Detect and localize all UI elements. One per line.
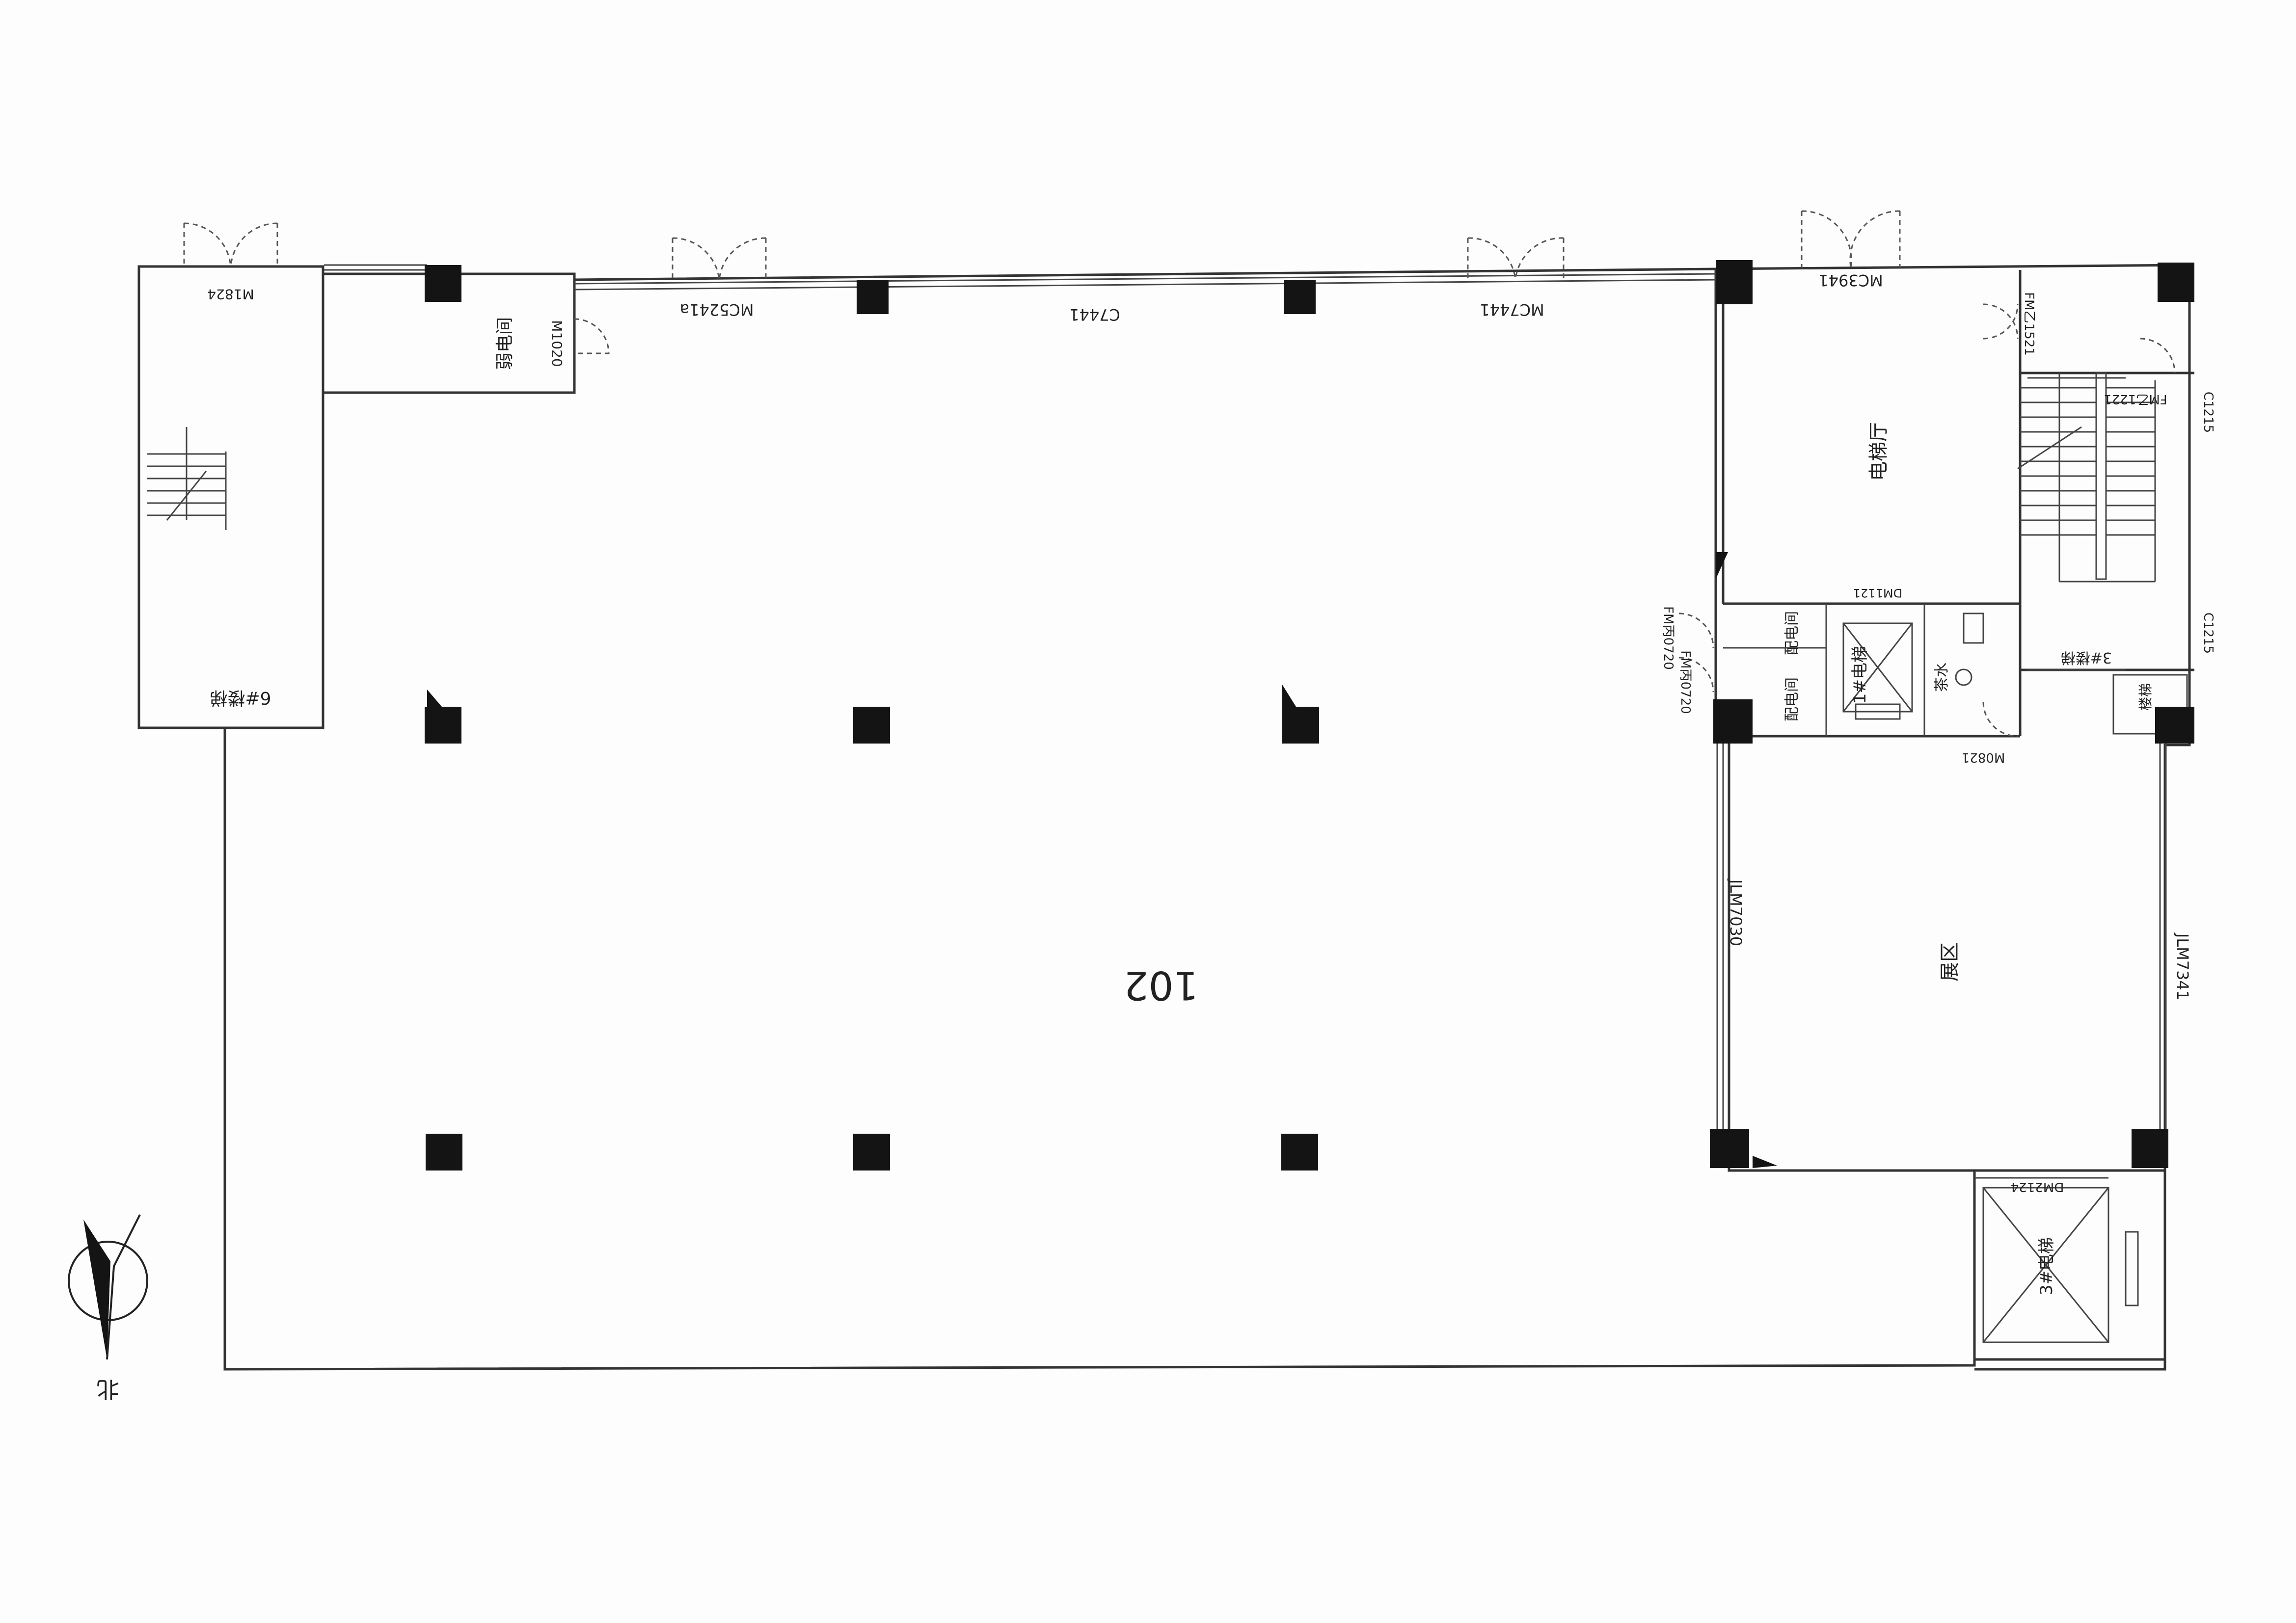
door-code: MC3941 xyxy=(1818,271,1883,290)
stair-6-block xyxy=(137,265,324,729)
column xyxy=(426,1134,462,1171)
door-code: M0821 xyxy=(1962,750,2005,765)
labels: 102 6#楼梯 弱电间 电梯厅 3#楼梯 1#电梯 配电间 配电间 茶水 展区… xyxy=(207,271,2215,1295)
stair-6-treads xyxy=(147,427,227,530)
column xyxy=(1713,699,1753,744)
column xyxy=(2158,263,2194,302)
door-code: C7441 xyxy=(1069,305,1120,324)
stair-3-treads xyxy=(2017,387,2155,536)
main-outline xyxy=(223,267,1976,1371)
column xyxy=(1716,260,1753,304)
stair-3-label: 3#楼梯 xyxy=(2061,649,2112,666)
column xyxy=(853,1134,890,1171)
column xyxy=(425,707,461,744)
elec-room-1-label: 配电间 xyxy=(1783,611,1801,655)
elevator-1-label: 1#电梯 xyxy=(1850,646,1870,704)
column xyxy=(2155,707,2194,744)
column xyxy=(1284,280,1316,314)
elec-room-2-label: 配电间 xyxy=(1783,677,1801,721)
door-code: M1824 xyxy=(207,286,254,302)
door-code: MC5241a xyxy=(680,300,754,319)
door-code: FM乙1221 xyxy=(2104,392,2167,406)
column xyxy=(853,707,890,744)
door-code: JLM7030 xyxy=(1727,878,1745,946)
column xyxy=(1282,707,1319,744)
core-outer-right xyxy=(1974,745,2166,1371)
door-code: FM丙0720 xyxy=(1661,606,1675,670)
elevator-3-label: 3#电梯 xyxy=(2037,1237,2056,1295)
door-code: C1215 xyxy=(2201,392,2215,433)
door-code: DM2124 xyxy=(2011,1179,2064,1194)
door-code: M1020 xyxy=(549,320,565,367)
column xyxy=(1281,1134,1318,1171)
glass-walls xyxy=(324,264,2167,1151)
door-code: JLM7341 xyxy=(2173,932,2192,1000)
columns xyxy=(425,260,2194,1171)
tea-label: 茶水 xyxy=(1933,663,1950,692)
door-code: C1215 xyxy=(2201,612,2215,654)
office-label: 展区 xyxy=(1939,942,1961,982)
stair-6-label: 6#楼梯 xyxy=(210,688,271,708)
weak-room-label: 弱电间 xyxy=(495,317,515,370)
door-code: FM乙1521 xyxy=(2022,292,2036,356)
north-arrow-pointer xyxy=(83,1220,110,1359)
door-code: DM1121 xyxy=(1853,586,1902,600)
doors xyxy=(183,210,2176,737)
elevator-3-block xyxy=(1973,1169,2166,1361)
column xyxy=(1710,1129,1749,1168)
north-arrow: 北 xyxy=(68,1214,148,1403)
column xyxy=(2132,1129,2168,1168)
north-label: 北 xyxy=(97,1376,119,1403)
column xyxy=(857,280,889,314)
column xyxy=(425,265,461,302)
hall-label: 电梯厅 xyxy=(1867,422,1890,481)
markers xyxy=(427,552,1777,1168)
door-code: MC7441 xyxy=(1480,300,1544,319)
room-number: 102 xyxy=(1124,962,1199,1008)
small-stair-label: 楼梯 xyxy=(2137,683,2154,711)
door-code: FM丙0720 xyxy=(1678,650,1693,714)
core-walls xyxy=(1722,267,2194,1343)
